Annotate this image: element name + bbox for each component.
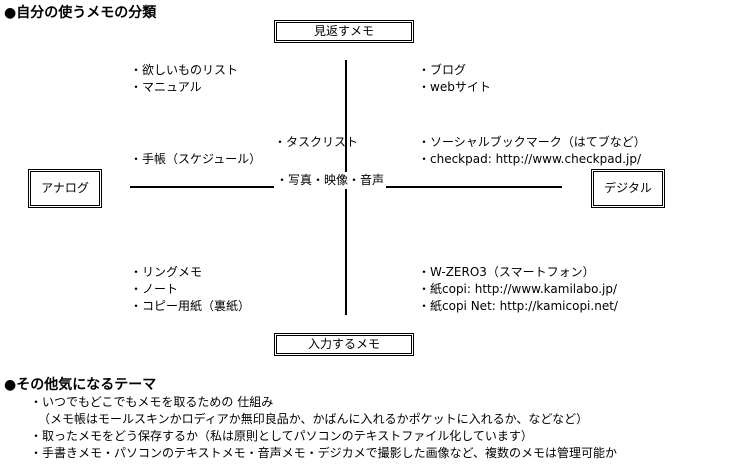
list-item: ・マニュアル xyxy=(130,80,202,94)
list-item: ・リングメモ xyxy=(130,265,203,279)
list-item: ・紙copi Net: http://kamicopi.net/ xyxy=(418,299,618,313)
list-item: ・紙copi: http://www.kamilabo.jp/ xyxy=(418,282,618,296)
list-item: （メモ帳はモールスキンかロディアか無印良品か、かばんに入れるかポケットに入れるか… xyxy=(38,412,589,426)
axis-label-top: 見返すメモ xyxy=(274,20,414,43)
list-item: ・手書きメモ・パソコンのテキストメモ・音声メモ・デジカメで撮影した画像など、複数… xyxy=(30,446,618,460)
other-themes-title: ●その他気になるテーマ xyxy=(4,377,157,393)
list-item: ・checkpad: http://www.checkpad.jp/ xyxy=(418,152,642,166)
mid-left-item: ・手帳（スケジュール） xyxy=(130,152,262,166)
list-item: ・W-ZERO3（スマートフォン） xyxy=(418,265,595,279)
list-item: ・ブログ xyxy=(418,63,467,77)
diagram-title: ●自分の使うメモの分類 xyxy=(4,5,157,21)
center-axis-item: ・写真・映像・音声 xyxy=(274,172,387,189)
axis-label-right: デジタル xyxy=(591,169,665,208)
list-item: ・ノート xyxy=(130,282,179,296)
other-themes-list: ・いつでもどこでもメモを取るための 仕組み （メモ帳はモールスキンかロディアか無… xyxy=(30,394,617,462)
top-right-items: ・ブログ ・webサイト xyxy=(418,62,491,96)
axis-label-left: アナログ xyxy=(28,169,102,208)
list-item: ・いつでもどこでもメモを取るための 仕組み xyxy=(30,395,274,409)
top-left-items: ・欲しいものリスト ・マニュアル xyxy=(130,62,238,96)
mid-right-items: ・ソーシャルブックマーク（はてブなど） ・checkpad: http://ww… xyxy=(418,134,646,168)
list-item: ・欲しいものリスト xyxy=(130,63,239,77)
bottom-right-items: ・W-ZERO3（スマートフォン） ・紙copi: http://www.kam… xyxy=(418,264,618,315)
list-item: ・取ったメモをどう保存するか（私は原則としてパソコンのテキストファイル化していま… xyxy=(30,429,533,443)
list-item: ・webサイト xyxy=(418,80,491,94)
list-item: ・ソーシャルブックマーク（はてブなど） xyxy=(418,135,646,149)
axis-label-bottom: 入力するメモ xyxy=(274,333,414,356)
center-upper-item: ・タスクリスト xyxy=(274,135,359,149)
list-item: ・コピー用紙（裏紙） xyxy=(130,299,251,313)
bottom-left-items: ・リングメモ ・ノート ・コピー用紙（裏紙） xyxy=(130,264,250,315)
